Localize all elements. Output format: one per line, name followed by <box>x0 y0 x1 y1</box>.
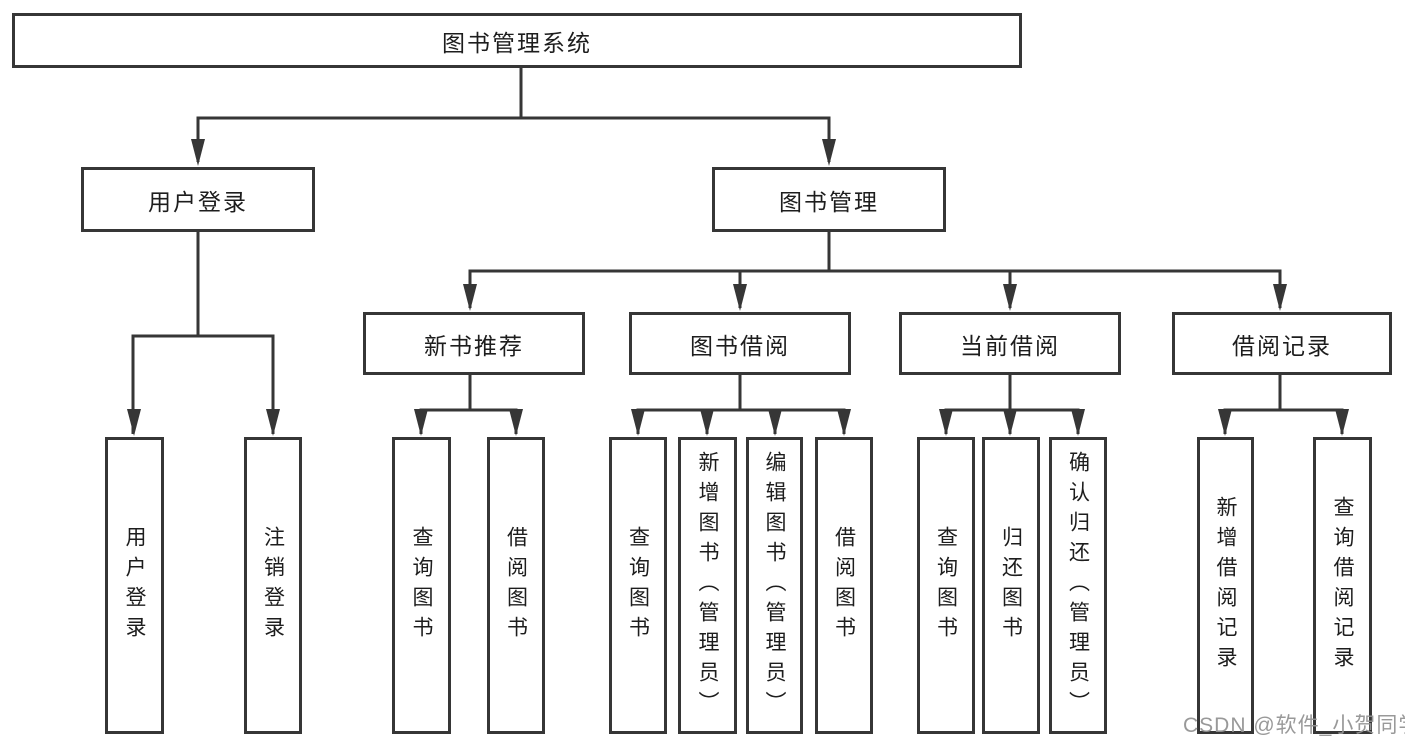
arrowheads <box>127 139 1349 436</box>
leaf-borrowing-borrow-books: 借阅图书 <box>815 437 873 734</box>
leaf-user-login: 用户登录 <box>105 437 164 734</box>
node-current-borrowing: 当前借阅 <box>899 312 1121 375</box>
arrowhead <box>1273 284 1287 311</box>
node-user-login: 用户登录 <box>81 167 315 232</box>
node-borrow-records: 借阅记录 <box>1172 312 1392 375</box>
arrowhead <box>939 409 953 436</box>
leaf-borrowing-add-books-admin: 新增图书（管理员） <box>678 437 737 734</box>
leaf-newbook-query-books: 查询图书 <box>392 437 451 734</box>
leaf-current-return-books: 归还图书 <box>982 437 1040 734</box>
arrowhead <box>733 284 747 311</box>
leaf-borrowing-edit-books-admin: 编辑图书（管理员） <box>746 437 803 734</box>
leaf-newbook-borrow-books: 借阅图书 <box>487 437 545 734</box>
leaf-current-confirm-return-admin: 确认归还（管理员） <box>1049 437 1107 734</box>
arrowhead <box>1071 409 1085 436</box>
arrowhead <box>266 409 280 436</box>
tree-edges <box>131 68 1344 434</box>
node-book-management: 图书管理 <box>712 167 946 232</box>
arrowhead <box>822 139 836 166</box>
arrowhead <box>1003 409 1017 436</box>
arrowhead <box>1218 409 1232 436</box>
leaf-records-query-record: 查询借阅记录 <box>1313 437 1372 734</box>
node-new-book-recommend: 新书推荐 <box>363 312 585 375</box>
arrowhead <box>463 284 477 311</box>
arrowhead <box>1335 409 1349 436</box>
arrowhead <box>631 409 645 436</box>
node-book-borrowing: 图书借阅 <box>629 312 851 375</box>
leaf-records-add-record: 新增借阅记录 <box>1197 437 1254 734</box>
arrowhead <box>1003 284 1017 311</box>
arrowhead <box>127 409 141 436</box>
leaf-borrowing-query-books: 查询图书 <box>609 437 667 734</box>
csdn-watermark: CSDN @软件_小贺同学 <box>1183 714 1405 737</box>
arrowhead <box>700 409 714 436</box>
leaf-current-query-books: 查询图书 <box>917 437 975 734</box>
node-root: 图书管理系统 <box>12 13 1022 68</box>
arrowhead <box>414 409 428 436</box>
arrowhead <box>768 409 782 436</box>
arrowhead <box>837 409 851 436</box>
arrowhead <box>509 409 523 436</box>
arrowhead <box>191 139 205 166</box>
leaf-logout-login: 注销登录 <box>244 437 302 734</box>
